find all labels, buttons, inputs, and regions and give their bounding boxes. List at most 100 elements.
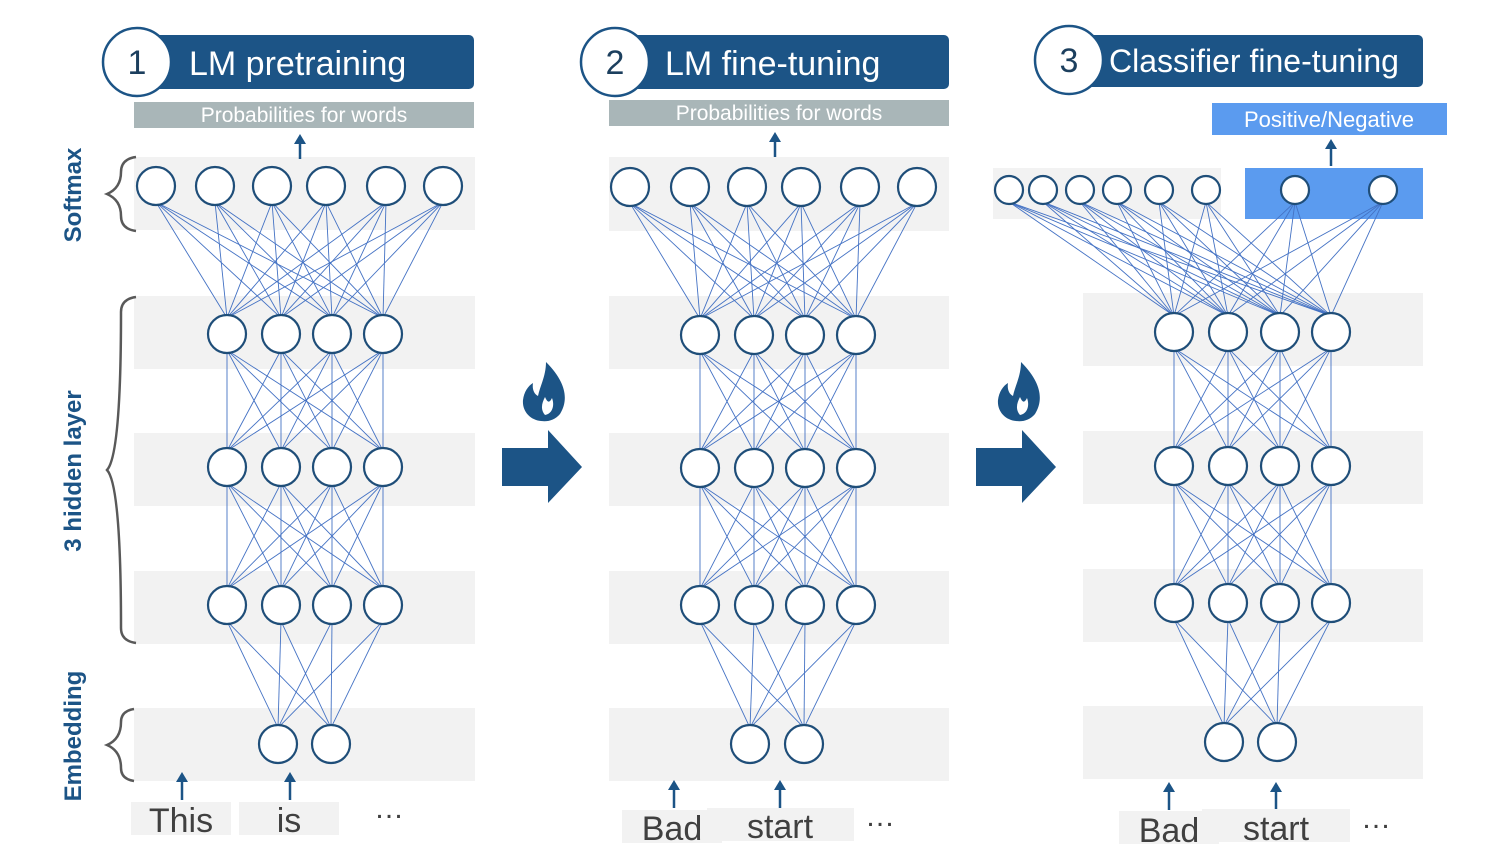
hidden-layer-brace — [105, 295, 137, 645]
connection-edge — [1116, 201, 1332, 317]
neurons — [135, 165, 464, 765]
connection-edge — [280, 201, 444, 319]
flame-icon — [997, 362, 1040, 422]
connection-edge — [1173, 201, 1296, 317]
hidden-neuron — [835, 314, 877, 356]
connection-edge — [271, 201, 333, 319]
panel-3: 3 Classifier fine-tuning Positive/Negati… — [993, 24, 1447, 850]
connection-edge — [325, 202, 333, 318]
connection-edge — [1042, 201, 1332, 317]
connection-edge — [1279, 481, 1332, 588]
token-box — [1202, 809, 1350, 842]
connection-edge — [1079, 201, 1332, 317]
connection-edge — [629, 202, 755, 320]
output-neuron — [609, 166, 651, 208]
connection-edge — [689, 202, 806, 320]
connection-edge — [226, 201, 273, 319]
connection-edge — [226, 349, 333, 452]
connection-edge — [1227, 347, 1332, 451]
connection-edge — [1079, 201, 1175, 317]
connection-edge — [1116, 201, 1175, 317]
connection-edge — [226, 349, 384, 452]
connection-edge — [280, 482, 333, 590]
connection-edge — [699, 483, 755, 590]
hidden-neuron — [835, 447, 877, 489]
connection-edge — [214, 201, 333, 319]
hidden-neuron — [679, 447, 721, 489]
panel-2: 2 LM fine-tuning Probabilities for words… — [579, 26, 949, 848]
ellipsis: … — [374, 792, 404, 825]
connection-edge — [1173, 201, 1384, 317]
connection-edge — [1227, 481, 1281, 588]
ellipsis: … — [1361, 802, 1391, 835]
output-neuron — [305, 165, 347, 207]
connection-edge — [1205, 201, 1281, 317]
output-neuron — [726, 166, 768, 208]
hidden-neuron — [362, 584, 404, 626]
output-neuron — [1143, 174, 1175, 206]
connection-edge — [855, 203, 861, 319]
output-neuron — [251, 165, 293, 207]
token-box — [239, 802, 339, 835]
input-token: start — [1243, 810, 1310, 848]
stage-header-3: 3 Classifier fine-tuning — [1033, 24, 1423, 96]
connection-edge — [382, 201, 444, 319]
connection-edge — [280, 201, 327, 319]
connection-edge — [753, 483, 857, 590]
hidden-neuron — [1153, 445, 1195, 487]
output-neuron — [365, 165, 407, 207]
output-label: Probabilities for words — [201, 104, 408, 127]
input-token: is — [277, 802, 302, 840]
token-box — [622, 810, 722, 843]
connection-edge — [1158, 201, 1332, 317]
softmax-label: Softmax — [60, 147, 87, 242]
connection-edge — [629, 202, 806, 320]
output-neuron — [1101, 174, 1133, 206]
hidden-neuron — [1207, 311, 1249, 353]
connection-edges — [1008, 201, 1384, 727]
token-box — [131, 802, 231, 835]
connection-edge — [214, 201, 384, 319]
connection-edge — [1042, 201, 1229, 317]
connection-edge — [1276, 619, 1281, 726]
hidden-neuron — [784, 314, 826, 356]
hidden-neuron — [1310, 582, 1352, 624]
connection-edge — [1008, 201, 1229, 317]
connection-edge — [699, 483, 806, 590]
connection-edge — [280, 482, 384, 590]
transition-1 — [502, 362, 582, 503]
right-arrow-icon — [502, 430, 582, 503]
connection-edge — [280, 349, 333, 452]
hidden-neuron — [835, 584, 877, 626]
hidden-layer-label: 3 hidden layer — [60, 390, 87, 551]
hidden-neuron — [1207, 582, 1249, 624]
hidden-neuron — [733, 584, 775, 626]
input-token: start — [747, 808, 814, 846]
hidden-neuron — [260, 313, 302, 355]
connection-edge — [1173, 481, 1281, 588]
connection-edge — [1173, 347, 1332, 451]
connection-edge — [1173, 201, 1207, 316]
connection-edge — [331, 349, 384, 452]
connection-edge — [1173, 347, 1229, 451]
connection-edge — [749, 621, 755, 728]
input-arrow — [1163, 782, 1175, 810]
connection-edge — [280, 349, 384, 452]
hidden-neuron — [1153, 582, 1195, 624]
connection-edge — [1079, 201, 1229, 317]
hidden-neuron — [784, 584, 826, 626]
embedding-neuron — [729, 723, 771, 765]
connection-edge — [1008, 201, 1332, 317]
output-label-box: Probabilities for words — [609, 100, 949, 126]
hidden-neuron — [362, 446, 404, 488]
connection-edge — [746, 202, 857, 320]
connection-edge — [277, 620, 333, 729]
connection-edge — [803, 620, 857, 729]
connection-edge — [1158, 201, 1281, 317]
connection-edge — [699, 620, 751, 729]
connection-edge — [1227, 201, 1384, 317]
connection-edge — [749, 620, 806, 729]
connection-edge — [1279, 201, 1296, 316]
hidden-neuron — [1259, 445, 1301, 487]
output-neuron — [669, 166, 711, 208]
